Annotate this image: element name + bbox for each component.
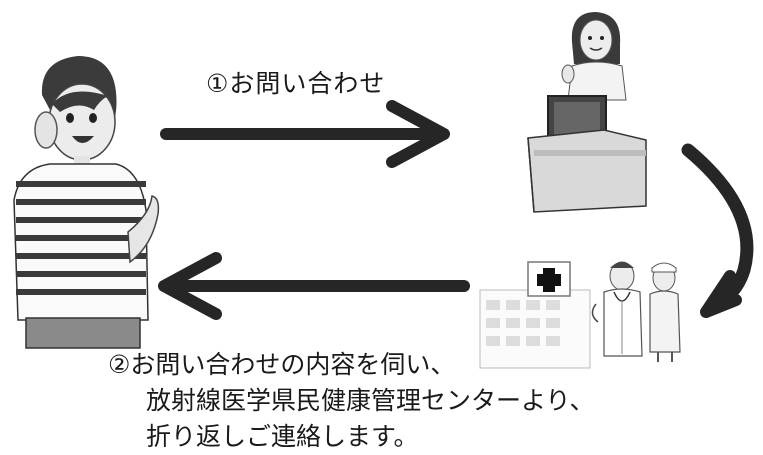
step2-text: ②お問い合わせの内容を伺い、 放射線医学県民健康管理センターより、 折り返しご連… xyxy=(108,347,595,455)
receptionist-icon xyxy=(527,12,647,213)
step2-line-1: ②お問い合わせの内容を伺い、 xyxy=(108,350,456,379)
curved-arrow-icon xyxy=(681,143,754,318)
step2-line-2: 放射線医学県民健康管理センターより、 xyxy=(146,386,595,415)
arrow-right-icon xyxy=(160,100,450,168)
arrow-left-icon xyxy=(158,252,470,320)
step1-label: ①お問い合わせ xyxy=(206,69,386,98)
person-icon xyxy=(13,56,160,349)
diagram-illustrations xyxy=(13,12,754,369)
contact-flow-diagram: ①お問い合わせ ②お問い合わせの内容を伺い、 放射線医学県民健康管理センターより… xyxy=(13,12,754,451)
doctor-icon xyxy=(591,261,643,357)
step2-line-3: 折り返しご連絡します。 xyxy=(146,422,419,451)
nurse-icon xyxy=(649,262,681,362)
hospital-icon xyxy=(479,261,591,369)
